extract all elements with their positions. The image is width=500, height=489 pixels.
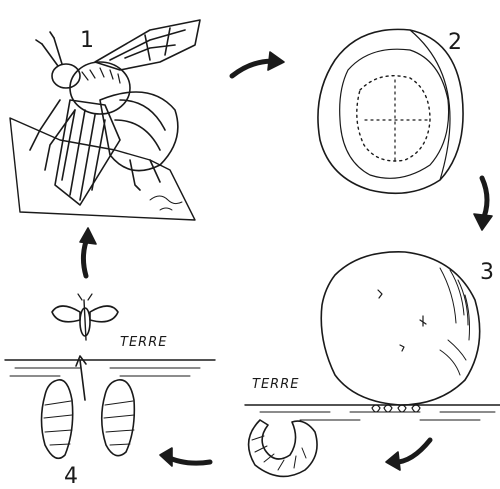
ball-and-larva-illustration [245,252,500,477]
egg-ball-illustration [318,29,463,193]
cycle-arrow-3-to-4 [386,440,430,470]
stage-number-3: 3 [480,262,494,284]
cycle-arrow-1-to-2 [232,52,284,76]
stage-number-4: 4 [64,466,78,488]
cycle-arrow-4-to-3 [160,448,210,466]
cycle-arrow-4-to-1 [80,228,96,276]
cycle-arrow-2-to-3 [474,178,492,230]
stage-number-1: 1 [80,30,94,52]
ground-label-right: TERRE [252,378,299,391]
ground-label-left: TERRE [120,336,167,349]
stage-number-2: 2 [448,32,462,54]
adult-insect-illustration [10,20,200,220]
larvae-in-soil-illustration [5,294,215,458]
